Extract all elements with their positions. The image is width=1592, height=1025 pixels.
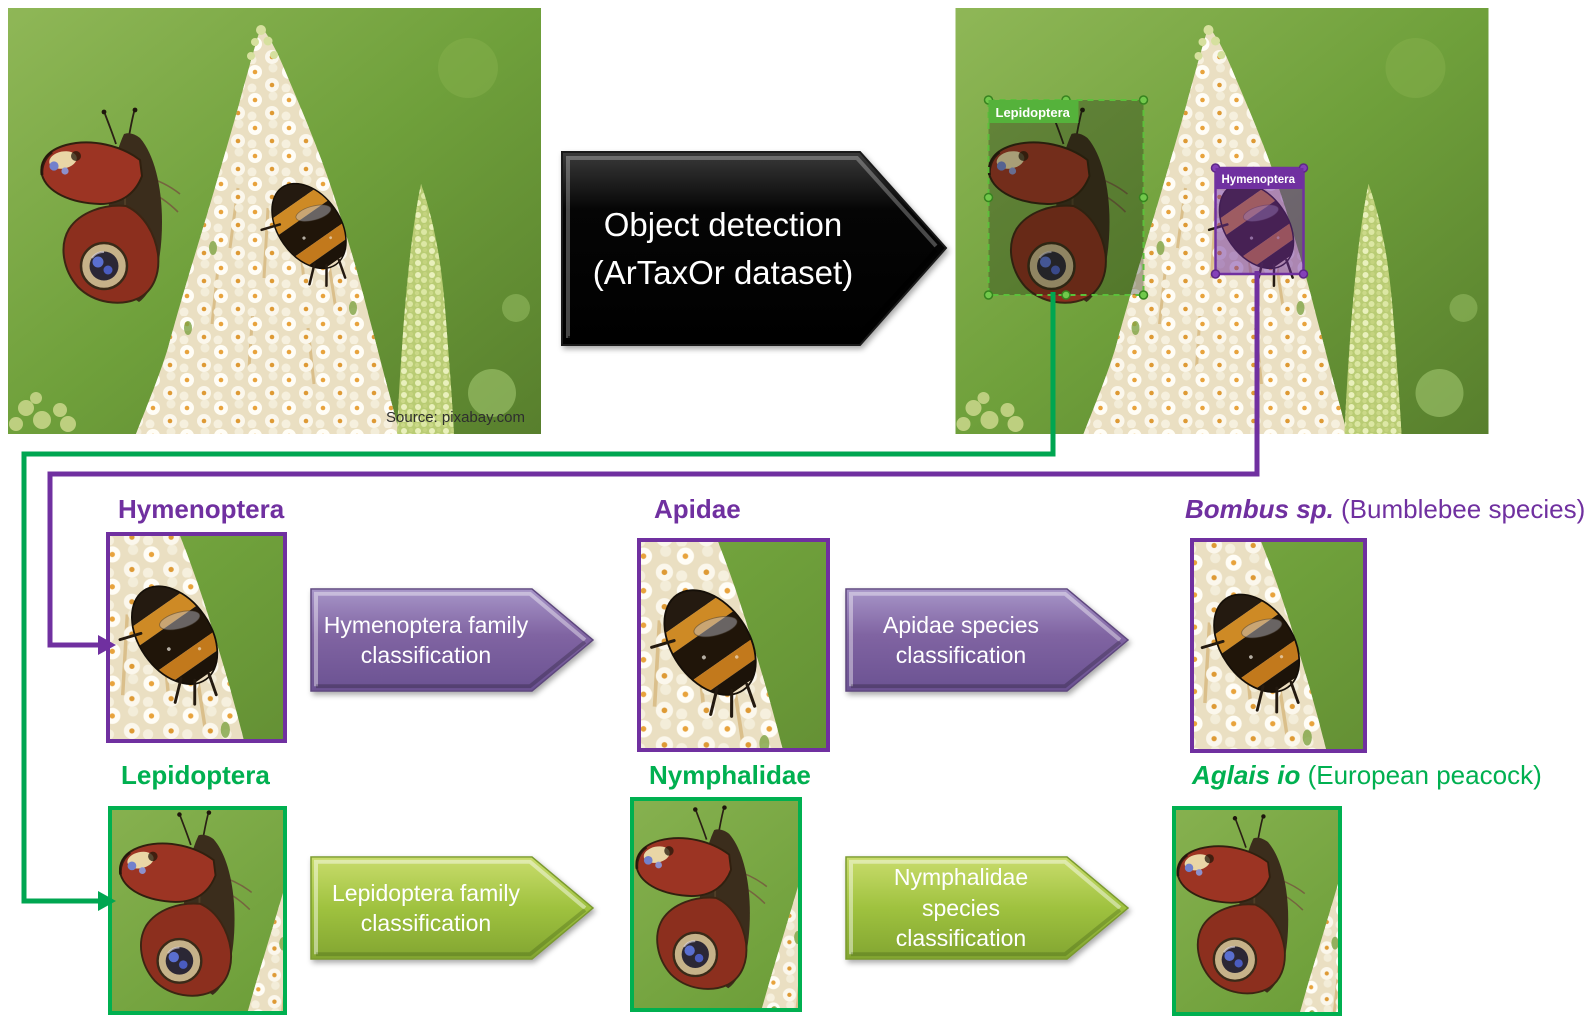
apidae-species-classification-arrow: Apidae species classification: [845, 588, 1129, 692]
species-label-aglais: Aglais io (European peacock): [1192, 760, 1542, 791]
species-label-bombus: Bombus sp. (Bumblebee species): [1185, 494, 1585, 525]
nymphalidae-species-classification-arrow: Nymphalidae species classification: [845, 856, 1129, 960]
species-common-name: (European peacock): [1300, 760, 1542, 790]
photo-credit: Source: pixabay.com: [386, 409, 525, 426]
apidae-crop-image: [637, 538, 830, 752]
hymenoptera-family-classification-arrow: Hymenoptera family classification: [310, 588, 594, 692]
hymenoptera-crop-image: [106, 532, 287, 743]
object-detection-label: Object detection (ArTaxOr dataset): [592, 205, 854, 291]
nymphalidae-crop-image: [630, 797, 802, 1012]
object-detection-arrow: Object detection (ArTaxOr dataset): [560, 150, 948, 347]
bbox-label-hymenoptera: Hymenoptera: [1222, 174, 1296, 186]
lepidoptera-family-arrow-label: Lepidoptera family classification: [332, 879, 520, 936]
family-label-apidae: Apidae: [654, 494, 741, 524]
bbox-label-chip-hymenoptera: [1215, 168, 1304, 189]
bombus-crop-image: [1190, 538, 1367, 753]
detection-scene: Lepidoptera Hymenoptera: [955, 8, 1489, 434]
species-scientific-name: Aglais io: [1192, 760, 1301, 790]
order-label-hymenoptera: Hymenoptera: [118, 494, 285, 524]
family-label-nymphalidae: Nymphalidae: [649, 760, 811, 790]
bbox-label-lepidoptera: Lepidoptera: [996, 105, 1071, 120]
bbox-label-chip-lepidoptera: [988, 100, 1079, 123]
apidae-species-arrow-label: Apidae species classification: [883, 611, 1039, 668]
lepidoptera-family-classification-arrow: Lepidoptera family classification: [310, 856, 594, 960]
species-scientific-name: Bombus sp.: [1185, 494, 1334, 524]
species-common-name: (Bumblebee species): [1333, 494, 1586, 524]
order-label-lepidoptera: Lepidoptera: [121, 760, 270, 790]
butterfly-bee-scene: [8, 8, 541, 434]
detected-photo: Lepidoptera Hymenoptera: [955, 8, 1489, 434]
lepidoptera-crop-image: [108, 806, 287, 1015]
original-photo: Source: pixabay.com: [8, 8, 541, 434]
aglais-crop-image: [1172, 806, 1342, 1016]
hymenoptera-family-arrow-label: Hymenoptera family classification: [323, 611, 529, 668]
nymphalidae-species-arrow-label: Nymphalidae species classification: [893, 864, 1029, 952]
